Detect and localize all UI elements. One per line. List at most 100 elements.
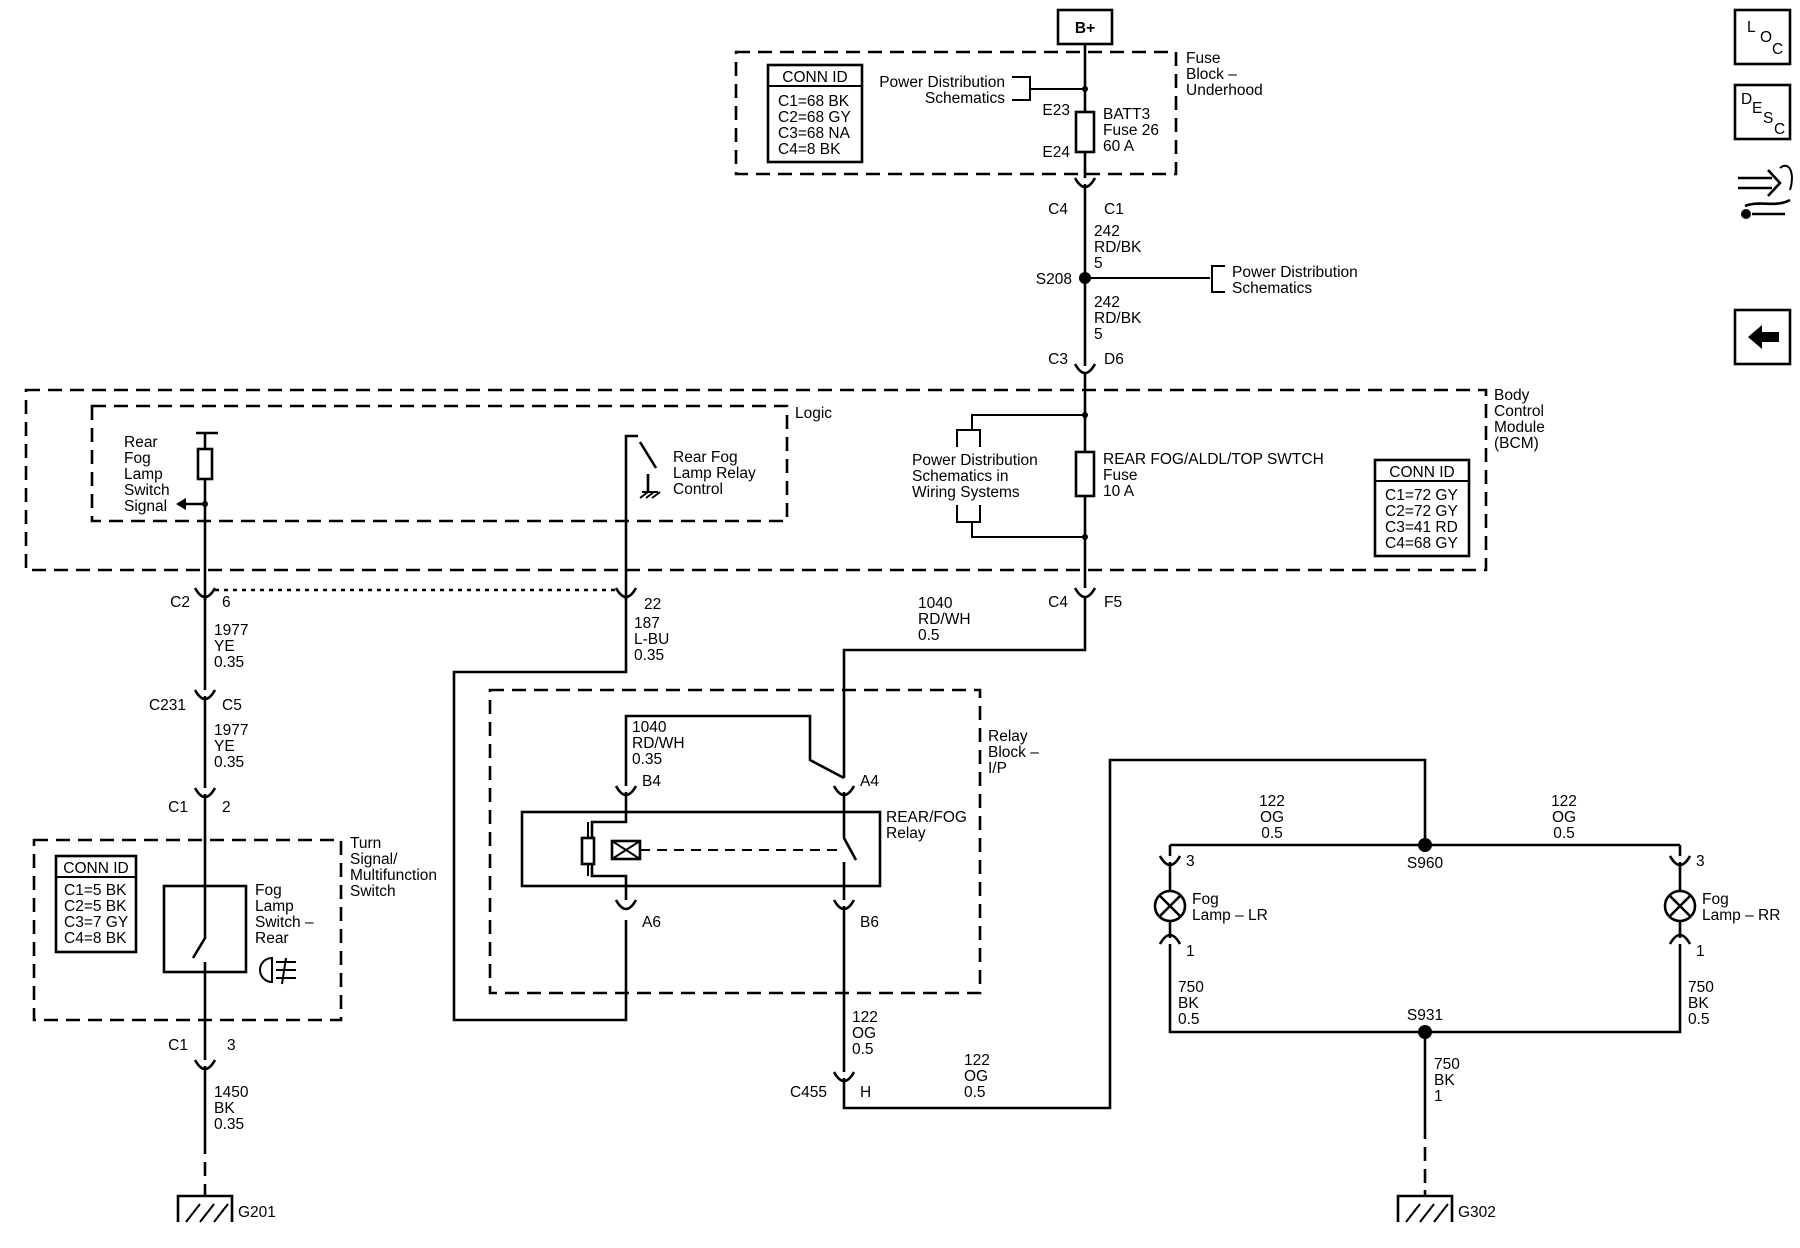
pullup-resistor: [196, 447, 214, 481]
wire-1040-main: [842, 596, 1087, 778]
wire-187-num: 187: [634, 615, 660, 632]
wire-1977-b-num: 1977: [214, 722, 248, 739]
connector-label: B4: [642, 773, 661, 790]
fog-lamp-lr-label-1: Fog: [1192, 891, 1219, 908]
wire-242-a-num: 242: [1094, 223, 1120, 240]
fuse-rear-fog-label-1: REAR FOG/ALDL/TOP SWTCH: [1103, 451, 1324, 468]
wire-750-a-color: BK: [1178, 995, 1199, 1012]
wire-750-c-num: 750: [1434, 1056, 1460, 1073]
wire-242-b-color: RD/BK: [1094, 310, 1142, 327]
connector-label: F5: [1104, 594, 1122, 611]
relay-control-label-2: Lamp Relay: [673, 465, 756, 482]
lamp-bulb-icon: [1668, 894, 1692, 918]
connector-view-icon[interactable]: [1738, 164, 1793, 219]
ground-g201: G201: [176, 1190, 276, 1223]
relay-block-title-1: Relay: [988, 728, 1028, 745]
loc-l: L: [1747, 19, 1756, 36]
wire-122-b-size: 0.5: [964, 1084, 986, 1101]
lamp-bulb-icon: [1158, 894, 1182, 918]
wire-122-b-num: 122: [964, 1052, 990, 1069]
bcm-title-4: (BCM): [1494, 435, 1539, 452]
splice-s931-label: S931: [1407, 1007, 1443, 1024]
connector-label: D6: [1104, 351, 1124, 368]
conn-id-row: C4=8 BK: [778, 141, 841, 158]
fog-switch-label-2: Lamp: [255, 898, 294, 915]
conn-id-row: C3=68 NA: [778, 125, 851, 142]
conn-id-row: C2=68 GY: [778, 109, 851, 126]
conn-id-row: C2=5 BK: [64, 898, 127, 915]
desc-e: E: [1752, 100, 1762, 117]
conn-id-row: C4=68 GY: [1385, 535, 1458, 552]
connector-b4: B4: [614, 773, 661, 797]
turn-switch-title-3: Multifunction: [350, 867, 437, 884]
ground-g302: G302: [1396, 1190, 1496, 1223]
pds-ref-right-2: Schematics: [1232, 280, 1312, 297]
connector-label: C231: [149, 697, 186, 714]
loc-button[interactable]: L O C: [1733, 8, 1792, 66]
turn-switch-title-2: Signal/: [350, 851, 398, 868]
connector-c2-6: C2 6: [170, 587, 231, 611]
wire-122-a-color: OG: [852, 1025, 876, 1042]
connector-label: A6: [642, 914, 661, 931]
switch-signal-label-3: Lamp: [124, 466, 163, 483]
wire-242-b-size: 5: [1094, 326, 1103, 343]
pds-wiring-label-1: Power Distribution: [912, 452, 1038, 469]
wire-750-a-size: 0.5: [1178, 1011, 1200, 1028]
wire-122-a-size: 0.5: [852, 1041, 874, 1058]
connector-label: H: [860, 1084, 871, 1101]
wire-1450-size: 0.35: [214, 1116, 244, 1133]
pds-wiring-label-2: Schematics in: [912, 468, 1008, 485]
connector-label: C455: [790, 1084, 827, 1101]
pds-ref-top-2: Schematics: [925, 90, 1005, 107]
back-button[interactable]: [1733, 308, 1792, 366]
ground-symbol-icon: [639, 491, 661, 499]
pds-wiring-label-3: Wiring Systems: [912, 484, 1020, 501]
fog-switch-label-4: Rear: [255, 930, 289, 947]
connector-label: 3: [1696, 853, 1705, 870]
connector-label: A4: [860, 773, 879, 790]
fog-lamp-lr: 3 1 Fog Lamp – LR: [1153, 845, 1268, 960]
fog-lamp-lr-label-2: Lamp – LR: [1192, 907, 1268, 924]
conn-id-row: C1=68 BK: [778, 93, 850, 110]
wire-1977-b-color: YE: [214, 738, 235, 755]
back-arrow-icon: [1748, 325, 1779, 349]
conn-id-row: C3=7 GY: [64, 914, 128, 931]
fuse-term-e23: E23: [1042, 102, 1070, 119]
wire-750-b-num: 750: [1688, 979, 1714, 996]
wire-242-a-size: 5: [1094, 255, 1103, 272]
fuse-block-title-1: Fuse: [1186, 50, 1220, 67]
signal-arrow-icon: [176, 498, 186, 510]
wire-187-loop: [452, 596, 628, 1022]
connector-label: C1: [168, 799, 188, 816]
wire-1450-color: BK: [214, 1100, 235, 1117]
wire-122-c-num: 122: [1259, 793, 1285, 810]
wire-750-b-size: 0.5: [1688, 1011, 1710, 1028]
wire-242-b-num: 242: [1094, 294, 1120, 311]
relay-control-label-1: Rear Fog: [673, 449, 738, 466]
wire-122-d-color: OG: [1552, 809, 1576, 826]
fuse-batt3-label-2: Fuse 26: [1103, 122, 1159, 139]
pds-ref-top-bracket: [1012, 76, 1085, 101]
connector-c4-f5: C4 F5: [1048, 587, 1122, 611]
fuse-block-title-3: Underhood: [1186, 82, 1263, 99]
loc-o: O: [1760, 29, 1772, 46]
connector-label: 1: [1696, 943, 1705, 960]
conn-id-header: CONN ID: [1389, 464, 1454, 481]
switch-signal-label-5: Signal: [124, 498, 167, 515]
pds-ref-right-1: Power Distribution: [1232, 264, 1358, 281]
connector-c1-3: C1 3: [168, 1037, 236, 1071]
fog-lamp-rr-label-1: Fog: [1702, 891, 1729, 908]
fuse-term-e24: E24: [1042, 144, 1070, 161]
connector-b6: B6: [832, 899, 879, 931]
wire-1040-b-num: 1040: [632, 719, 667, 736]
desc-button[interactable]: D E S C: [1733, 83, 1792, 141]
switch-signal-label-2: Fog: [124, 450, 151, 467]
wire-242-a-color: RD/BK: [1094, 239, 1142, 256]
connector-label: 2: [222, 799, 231, 816]
fog-lamp-rr-label-2: Lamp – RR: [1702, 907, 1780, 924]
switch-signal-label-4: Switch: [124, 482, 170, 499]
relay-control-label-3: Control: [673, 481, 723, 498]
turn-switch-title-4: Switch: [350, 883, 396, 900]
wire-122-a-num: 122: [852, 1009, 878, 1026]
fuse-batt3-label-1: BATT3: [1103, 106, 1150, 123]
